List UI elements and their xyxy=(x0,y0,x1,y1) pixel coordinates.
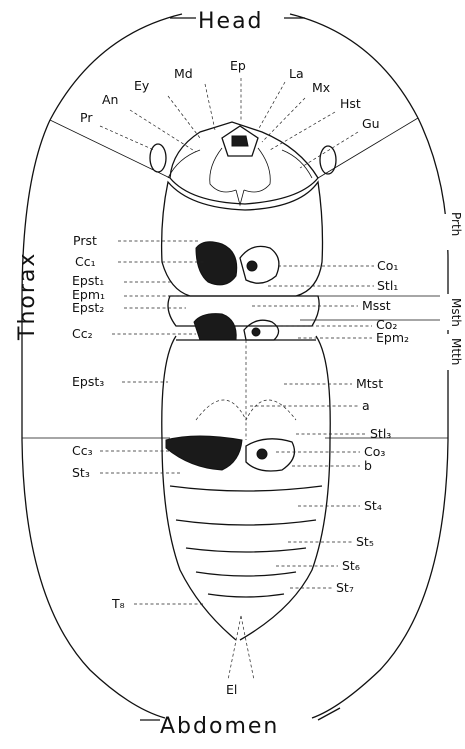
gula-line xyxy=(236,190,244,205)
label-cc2: Cc₂ xyxy=(72,326,93,341)
maxilla-left xyxy=(210,148,236,192)
label-st5: St₅ xyxy=(356,534,374,549)
label-stl3: Stl₃ xyxy=(370,426,391,441)
procoxa-left xyxy=(196,242,237,285)
label-epst2: Epst₂ xyxy=(72,300,104,315)
leader-lines xyxy=(100,78,374,680)
prothorax-plate xyxy=(162,182,323,296)
abdomen-arc-left xyxy=(22,440,165,718)
metacoxa-left xyxy=(166,436,242,470)
abdomen-arc-right xyxy=(312,440,448,718)
sternite-5 xyxy=(186,548,306,552)
label-msst: Msst xyxy=(362,298,391,313)
label-hst: Hst xyxy=(340,96,361,111)
elytra-right xyxy=(240,336,330,640)
head-capsule xyxy=(170,122,318,204)
label-st7: St₇ xyxy=(336,580,354,595)
region-mesothorax: Msth xyxy=(449,298,463,327)
maxilla-right xyxy=(244,148,270,192)
label-el: El xyxy=(226,682,237,697)
sternite-7 xyxy=(208,594,284,597)
mesocoxa-right xyxy=(244,320,279,340)
label-epm2: Epm₂ xyxy=(376,330,409,345)
label-cc1: Cc₁ xyxy=(75,254,96,269)
label-epst3: Epst₃ xyxy=(72,374,104,389)
label-a: a xyxy=(362,398,370,413)
label-md: Md xyxy=(174,66,193,81)
label-stl1: Stl₁ xyxy=(377,278,398,293)
label-prst: Prst xyxy=(73,233,97,248)
label-epst1: Epst₁ xyxy=(72,273,104,288)
eye-left xyxy=(150,144,166,172)
region-thorax: Thorax xyxy=(15,252,40,341)
label-an: An xyxy=(102,92,118,107)
label-co3: Co₃ xyxy=(364,444,385,459)
label-co1: Co₁ xyxy=(377,258,398,273)
sternite-6 xyxy=(196,572,296,576)
label-t: T₈ xyxy=(111,596,125,611)
region-prothorax: Prth xyxy=(449,212,463,236)
label-gu: Gu xyxy=(362,116,380,131)
label-ep: Ep xyxy=(230,58,246,73)
label-la: La xyxy=(289,66,304,81)
label-st6: St₆ xyxy=(342,558,360,573)
mesocoxa-left xyxy=(194,314,236,340)
label-st4: St₄ xyxy=(364,498,382,513)
label-b: b xyxy=(364,458,372,473)
label-mtst: Mtst xyxy=(356,376,383,391)
label-st3-left: St₃ xyxy=(72,465,90,480)
sternite-3 xyxy=(170,486,322,491)
region-abdomen: Abdomen xyxy=(160,714,279,739)
metacoxa-right xyxy=(246,439,294,471)
right-frame xyxy=(418,118,448,440)
elytra-left xyxy=(162,336,236,640)
label-ey: Ey xyxy=(134,78,150,93)
mesothorax-plate xyxy=(168,296,319,326)
sternite-4 xyxy=(176,520,316,525)
label-pr: Pr xyxy=(80,110,93,125)
mouth-inner xyxy=(232,136,248,146)
eye-right xyxy=(320,146,336,174)
procoxa-right xyxy=(240,246,279,283)
label-cc3: Cc₃ xyxy=(72,443,93,458)
region-head: Head xyxy=(198,9,264,34)
label-mx: Mx xyxy=(312,80,330,95)
region-metathorax: Mtth xyxy=(449,338,463,365)
